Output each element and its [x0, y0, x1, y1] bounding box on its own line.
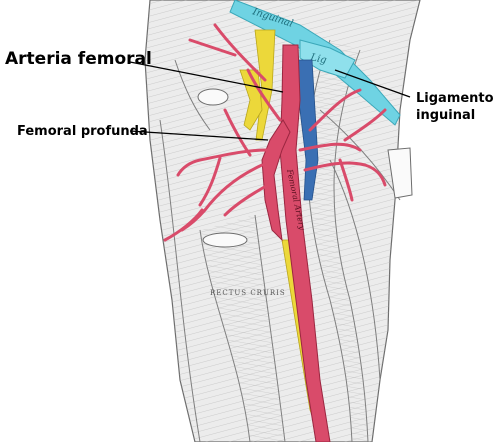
label-arteria-femoral: Arteria femoral: [5, 49, 152, 69]
vastus-lateralis-muscle: [159, 119, 201, 443]
muscle-texture-overlay: [200, 40, 368, 442]
artery-branches: [163, 23, 387, 242]
leader-line-femoral-profunda: [129, 130, 269, 141]
cut-muscle-patch: [387, 147, 413, 199]
cut-muscle-patches: [197, 88, 413, 248]
leader-line-ligamento-inguinal: [334, 69, 411, 98]
engraving-text-rectus: RECTUS CRURIS: [210, 289, 286, 297]
cut-muscle-patch: [202, 232, 248, 248]
engraving-text-lig: Lig: [308, 52, 327, 66]
label-ligamento-inguinal: Ligamento inguinal: [416, 91, 494, 123]
cut-muscle-patch: [197, 88, 229, 106]
tensor-muscle: [174, 59, 211, 131]
label-femoral-profunda: Femoral profunda: [17, 124, 148, 139]
adductor-muscle: [329, 159, 381, 381]
leader-lines: [129, 61, 411, 141]
leader-line-arteria-femoral: [129, 61, 284, 93]
